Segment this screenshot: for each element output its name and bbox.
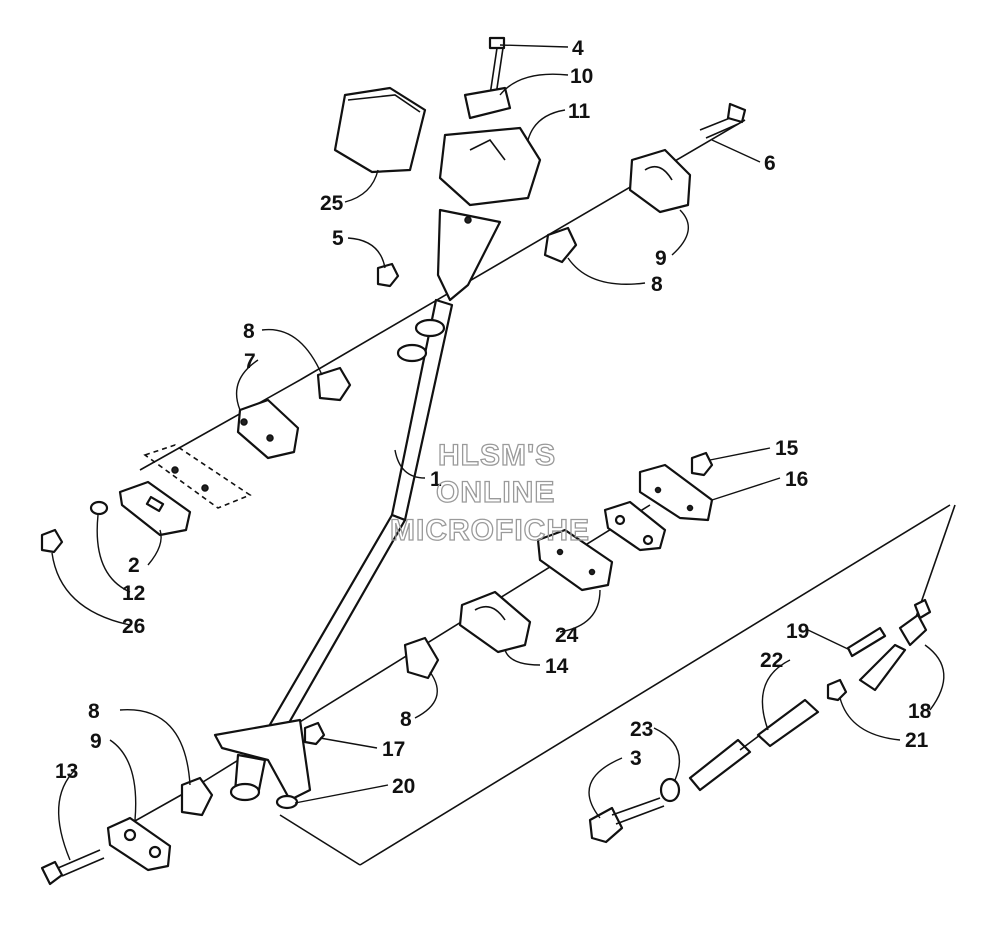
callout-8-upper: 8 xyxy=(651,273,663,296)
callout-1: 1 xyxy=(430,468,442,491)
nut-17 xyxy=(303,721,326,746)
callout-19: 19 xyxy=(786,620,809,643)
callout-18: 18 xyxy=(908,700,932,723)
nut-26 xyxy=(40,528,64,554)
plate-dashed xyxy=(143,444,252,509)
callout-4: 4 xyxy=(572,37,584,60)
cap-right xyxy=(603,500,667,552)
nut-5 xyxy=(376,262,400,288)
callout-3: 3 xyxy=(630,747,642,770)
block-9-upper xyxy=(628,148,692,214)
callout-8-mid: 8 xyxy=(400,708,412,731)
bolt-4 xyxy=(488,36,506,96)
block-7 xyxy=(236,398,300,460)
watermark-line3: MICROFICHE xyxy=(390,514,590,547)
nut-21 xyxy=(826,678,848,702)
tie-rod-end-3 xyxy=(588,797,665,844)
callout-8-left: 8 xyxy=(243,320,255,343)
bolt-13 xyxy=(40,849,105,886)
washer-12 xyxy=(89,500,109,516)
housing-11 xyxy=(438,126,542,207)
callout-2: 2 xyxy=(128,554,140,577)
watermark-line1: HLSM'S xyxy=(438,439,556,472)
bushing-8-mid xyxy=(403,636,440,680)
callout-6: 6 xyxy=(764,152,776,175)
callout-16: 16 xyxy=(785,468,808,491)
callout-15: 15 xyxy=(775,437,799,460)
callout-12: 12 xyxy=(122,582,145,605)
plate-24 xyxy=(536,528,614,592)
callout-23: 23 xyxy=(630,718,653,741)
bolt-6 xyxy=(699,102,747,139)
nut-15 xyxy=(690,451,714,477)
callout-11: 11 xyxy=(568,100,591,123)
bushing-8-lower xyxy=(180,776,214,817)
callout-10: 10 xyxy=(570,65,593,88)
callout-13: 13 xyxy=(55,760,78,783)
callout-5: 5 xyxy=(332,227,344,250)
block-14 xyxy=(458,590,532,654)
callout-8-lower: 8 xyxy=(88,700,100,723)
washer-23 xyxy=(659,777,681,803)
callout-9-upper: 9 xyxy=(655,247,667,270)
bracket-2 xyxy=(118,480,192,537)
callouts: 4 10 11 6 25 5 9 8 8 7 1 2 12 26 15 16 2… xyxy=(55,37,932,798)
callout-7: 7 xyxy=(244,350,256,373)
washer-20 xyxy=(275,794,299,810)
tube-22 xyxy=(688,698,820,792)
callout-22: 22 xyxy=(760,649,783,672)
watermark: HLSM'S ONLINE MICROFICHE xyxy=(389,438,590,547)
leader-lines xyxy=(51,44,945,861)
pad-25 xyxy=(333,86,427,174)
watermark-line2: ONLINE xyxy=(436,476,555,509)
callout-20: 20 xyxy=(392,775,415,798)
callout-24: 24 xyxy=(555,624,579,647)
plate-16 xyxy=(638,463,714,522)
callout-21: 21 xyxy=(905,729,929,752)
steering-post xyxy=(213,208,502,802)
bushing-8-upper xyxy=(543,226,578,264)
callout-26: 26 xyxy=(122,615,145,638)
callout-9-lower: 9 xyxy=(90,730,102,753)
clamp-10 xyxy=(463,86,512,120)
bushing-8-left xyxy=(316,366,352,402)
callout-14: 14 xyxy=(545,655,569,678)
tie-rod-end-18 xyxy=(858,598,932,692)
cotter-pin-19 xyxy=(846,626,887,658)
block-9-lower xyxy=(106,816,172,872)
callout-25: 25 xyxy=(320,192,344,215)
callout-17: 17 xyxy=(382,738,405,761)
